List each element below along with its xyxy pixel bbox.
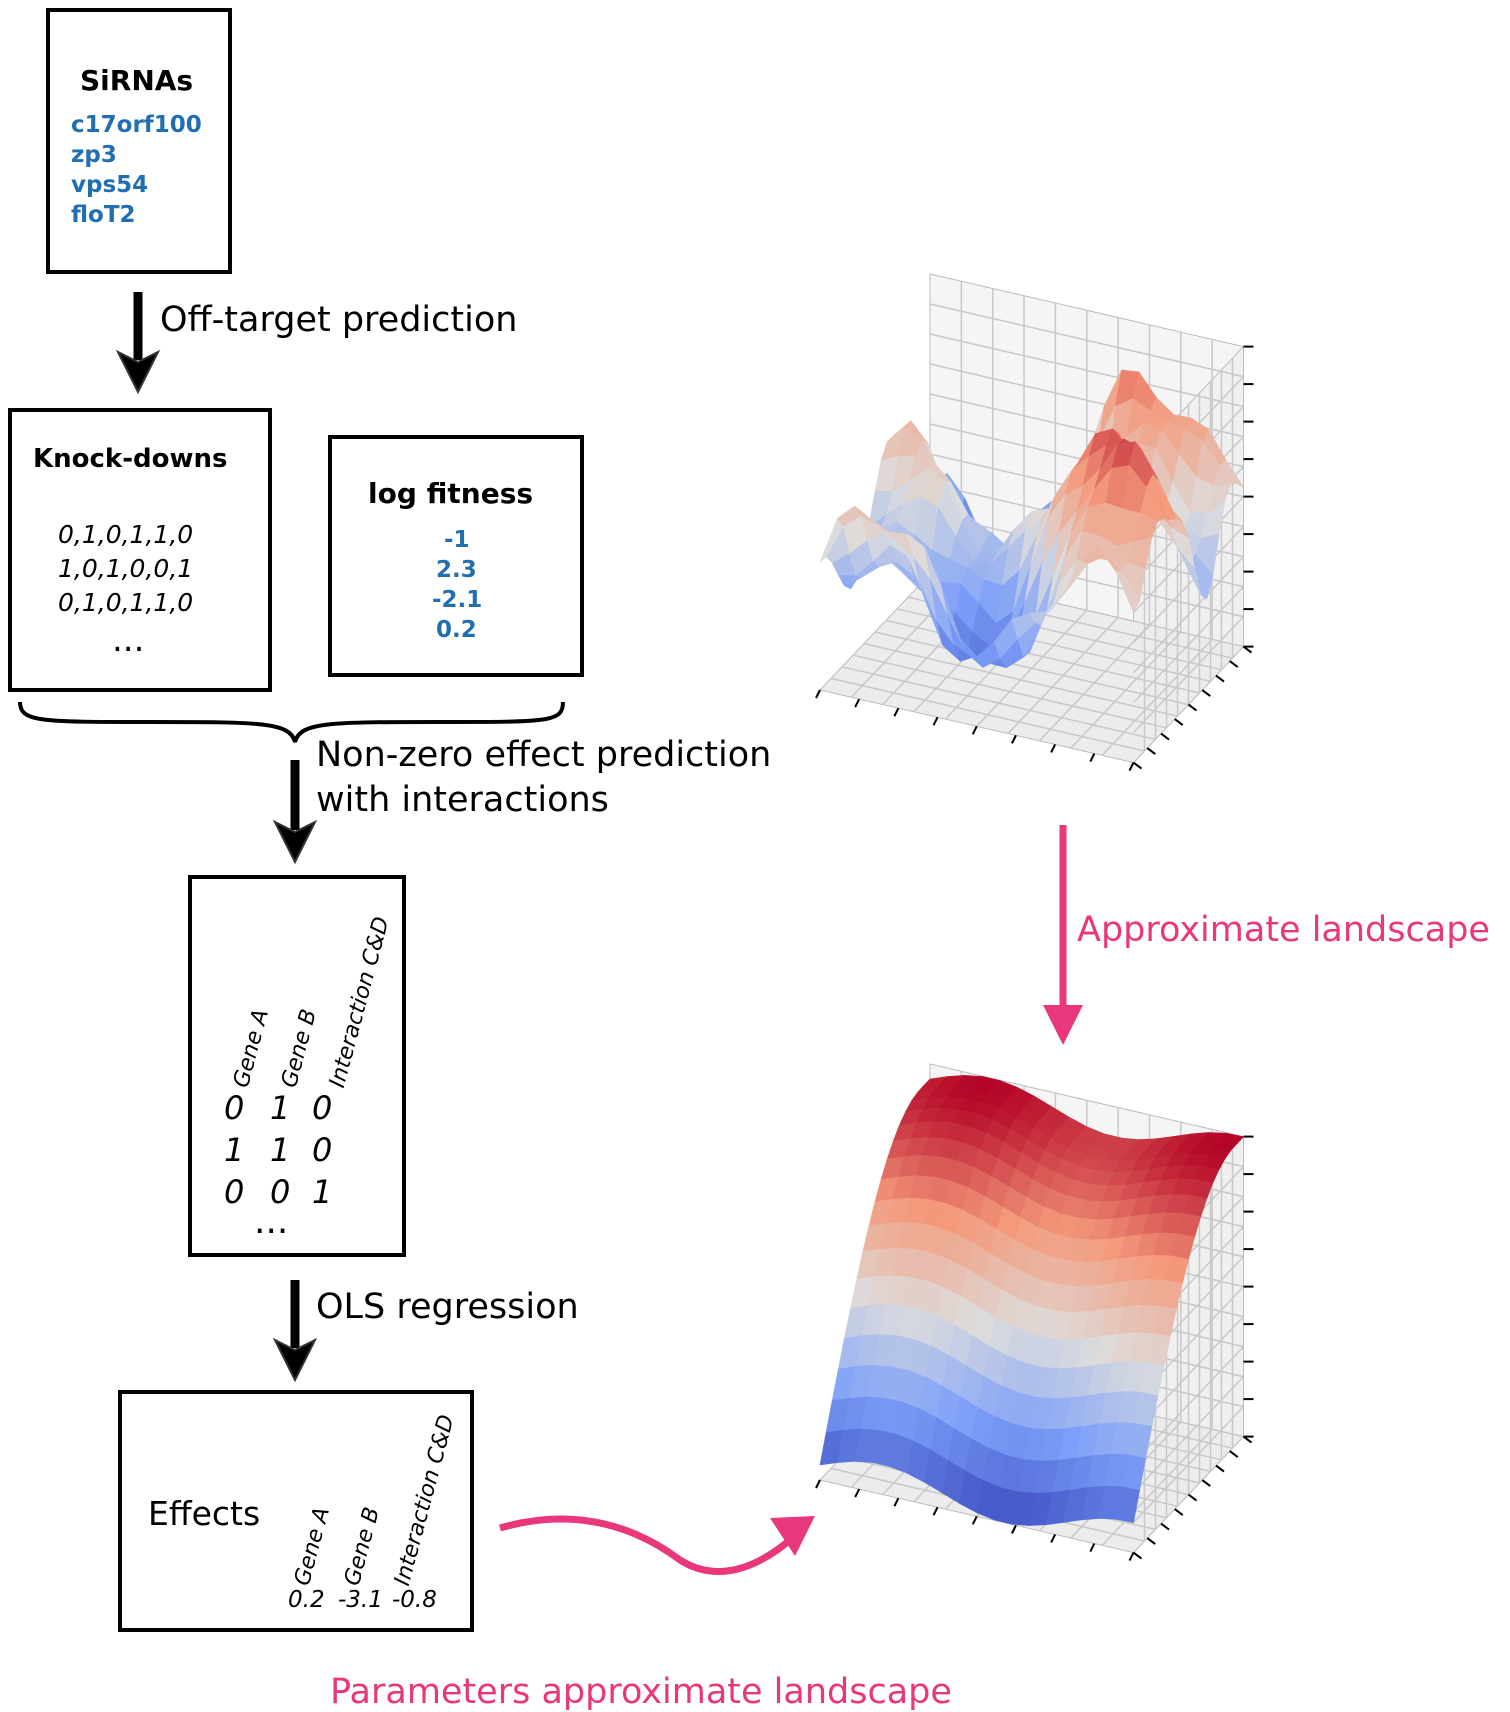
approximate-label: Approximate landscape: [1077, 910, 1490, 950]
non-zero-label-line1: Non-zero effect prediction: [316, 735, 772, 775]
arrow-non-zero: [272, 760, 318, 865]
effects-header-interaction: Interaction C&D: [390, 1412, 460, 1589]
matrix-cell: 1: [224, 1131, 245, 1169]
arrow-parameters: [499, 1515, 815, 1575]
sirnas-box: SiRNAs c17orf100 zp3 vps54 floT2: [46, 8, 232, 274]
rugged-landscape-plot: [815, 273, 1254, 772]
knockdown-ellipsis: ...: [112, 620, 145, 660]
matrix-header-gene-b: Gene B: [277, 1006, 322, 1091]
knockdown-row: 0,1,0,1,1,0: [58, 588, 194, 617]
effects-header-gene-b: Gene B: [340, 1504, 385, 1589]
sirna-item: floT2: [71, 202, 136, 228]
sirnas-title: SiRNAs: [80, 64, 194, 97]
sirna-item: c17orf100: [71, 112, 202, 138]
matrix-ellipsis: ...: [254, 1201, 289, 1242]
knockdown-row: 1,0,1,0,0,1: [58, 554, 194, 583]
fitness-value: 2.3: [436, 557, 477, 583]
fitness-value: -1: [444, 527, 470, 553]
curly-brace: [18, 701, 565, 743]
fitness-value: 0.2: [436, 617, 477, 643]
knockdowns-box: Knock-downs 0,1,0,1,1,0 1,0,1,0,0,1 0,1,…: [8, 408, 272, 692]
arrow-approximate: [1043, 825, 1083, 1045]
matrix-cell: 1: [270, 1089, 291, 1127]
effect-value: 0.2: [288, 1587, 325, 1613]
effects-label: Effects: [148, 1494, 261, 1533]
effect-value: -0.8: [392, 1587, 437, 1613]
matrix-cell: 0: [312, 1089, 333, 1127]
ols-label: OLS regression: [316, 1287, 579, 1327]
non-zero-label-line2: with interactions: [316, 780, 609, 820]
matrix-cell: 0: [312, 1131, 333, 1169]
fitness-value: -2.1: [432, 587, 483, 613]
arrow-off-target: [115, 292, 161, 395]
matrix-header-interaction: Interaction C&D: [325, 914, 395, 1091]
matrix-cell: 0: [224, 1089, 245, 1127]
matrix-cell: 1: [312, 1173, 333, 1211]
design-matrix-box: Gene A Gene B Interaction C&D 0 1 0 1 1 …: [188, 875, 406, 1257]
sirna-item: zp3: [71, 142, 117, 168]
parameters-label: Parameters approximate landscape: [330, 1672, 952, 1712]
sirna-item: vps54: [71, 172, 149, 198]
smooth-landscape-plot: [815, 1063, 1254, 1562]
knockdowns-title: Knock-downs: [33, 444, 228, 474]
knockdown-row: 0,1,0,1,1,0: [58, 520, 194, 549]
log-fitness-box: log fitness -1 2.3 -2.1 0.2: [328, 435, 584, 677]
arrow-ols: [272, 1280, 318, 1383]
matrix-cell: 1: [270, 1131, 291, 1169]
effect-value: -3.1: [338, 1587, 383, 1613]
matrix-cell: 0: [270, 1173, 291, 1211]
matrix-cell: 0: [224, 1173, 245, 1211]
off-target-label: Off-target prediction: [160, 300, 518, 340]
effects-box: Effects Gene A Gene B Interaction C&D 0.…: [118, 1390, 474, 1632]
matrix-header-gene-a: Gene A: [229, 1006, 274, 1091]
effects-header-gene-a: Gene A: [290, 1504, 335, 1589]
log-fitness-title: log fitness: [368, 477, 534, 510]
